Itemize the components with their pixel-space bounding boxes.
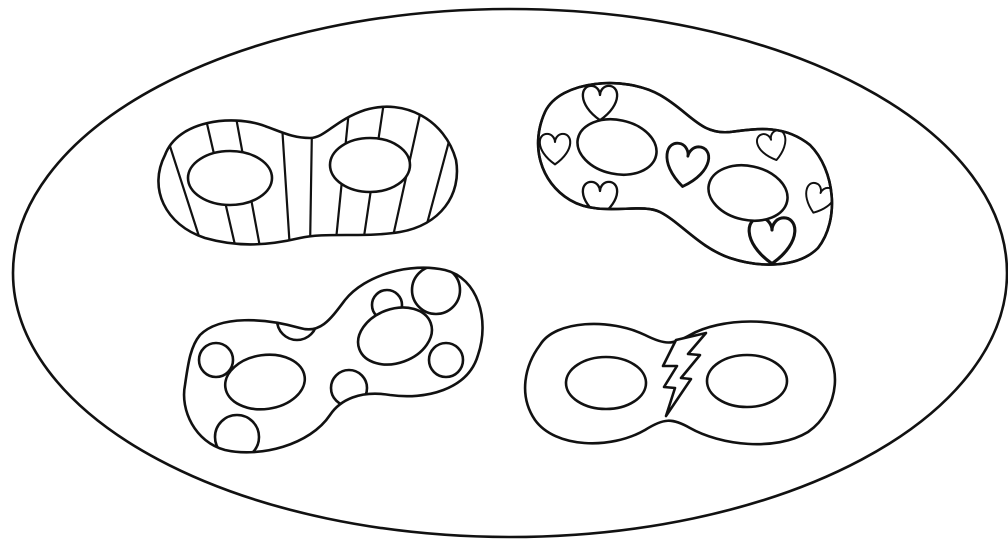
lightning-crack-icon (663, 333, 706, 416)
surface-striped (158, 95, 457, 258)
hole-left (566, 357, 646, 409)
hole-right (707, 355, 787, 407)
hole-left (572, 112, 661, 181)
hole-left (222, 350, 309, 415)
heart-icon (749, 218, 795, 264)
hole-right (350, 298, 440, 375)
surface-dots (184, 266, 482, 459)
surface-cracked (525, 322, 835, 445)
hole-left (188, 151, 272, 205)
heart-icon (755, 129, 790, 164)
heart-icon (583, 182, 617, 216)
heart-icon (583, 86, 617, 120)
surface-hearts (538, 83, 836, 264)
heart-icon (662, 142, 711, 191)
heart-icon (540, 134, 570, 165)
container-ellipse (13, 9, 1007, 537)
surface-dots-outline (184, 268, 482, 453)
hole-right (330, 138, 410, 192)
surface-hearts-outline (538, 83, 832, 264)
heart-pattern (540, 86, 837, 264)
